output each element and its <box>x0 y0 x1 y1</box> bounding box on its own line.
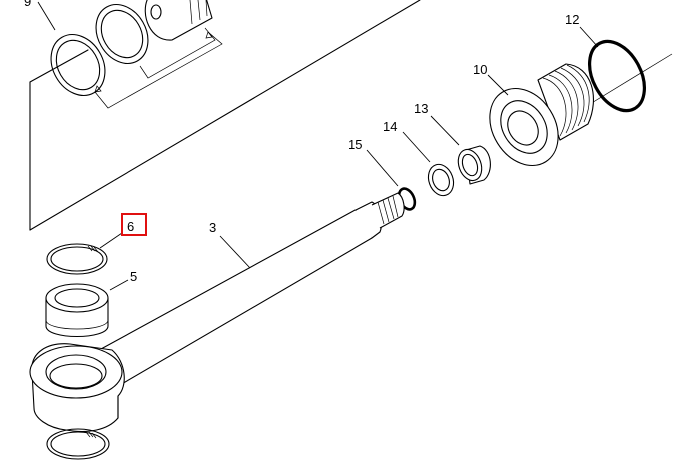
part-12-o-ring <box>579 26 647 113</box>
callout-10: 10 <box>473 62 487 77</box>
upper-assembly-panel <box>29 0 421 231</box>
part-6-retaining-ring-bottom <box>46 428 110 460</box>
callout-3: 3 <box>209 220 216 235</box>
part-13-backup-ring <box>430 115 491 185</box>
part-14-seal <box>402 131 455 197</box>
callout-6: 6 <box>127 219 134 234</box>
callout-13: 13 <box>414 101 428 116</box>
part-piston-top <box>144 0 213 41</box>
callout-6-highlight <box>121 213 147 236</box>
part-5-bushing <box>45 279 129 338</box>
part-6-retaining-ring-top <box>46 232 123 275</box>
part-10-gland <box>487 63 595 167</box>
callout-15: 15 <box>348 137 362 152</box>
part-3-rod <box>29 192 405 433</box>
axis-line <box>589 53 673 105</box>
callout-14: 14 <box>383 119 397 134</box>
callout-12: 12 <box>565 12 579 27</box>
callout-5: 5 <box>130 269 137 284</box>
part-9-seal-rings <box>37 1 149 96</box>
callout-9: 9 <box>24 0 31 9</box>
